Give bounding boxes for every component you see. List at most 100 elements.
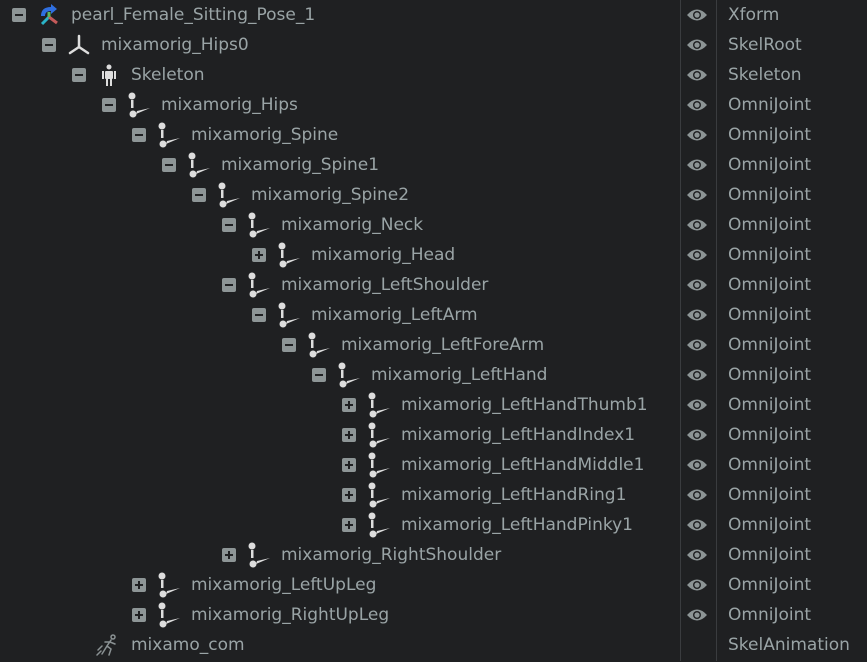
visibility-eye-icon[interactable] [686, 127, 708, 143]
visibility-eye-icon[interactable] [686, 37, 708, 53]
joint-icon [276, 302, 302, 328]
visibility-eye-icon[interactable] [686, 307, 708, 323]
expand-toggle[interactable] [252, 248, 266, 262]
visibility-eye-icon[interactable] [686, 247, 708, 263]
joint-icon [246, 212, 272, 238]
collapse-toggle[interactable] [102, 98, 116, 112]
tree-row[interactable]: mixamorig_Head OmniJoint [0, 240, 867, 270]
prim-name: mixamorig_LeftHand [371, 365, 548, 385]
joint-icon [246, 542, 272, 568]
collapse-toggle[interactable] [282, 338, 296, 352]
collapse-toggle[interactable] [42, 38, 56, 52]
prim-type: OmniJoint [728, 605, 812, 625]
expand-toggle[interactable] [342, 398, 356, 412]
joint-icon [366, 392, 392, 418]
visibility-eye-icon[interactable] [686, 367, 708, 383]
collapse-toggle[interactable] [162, 158, 176, 172]
visibility-eye-icon[interactable] [686, 277, 708, 293]
tree-row[interactable]: mixamorig_LeftHandRing1 OmniJoint [0, 480, 867, 510]
tree-row[interactable]: mixamorig_LeftHand OmniJoint [0, 360, 867, 390]
animation-icon [96, 632, 122, 658]
collapse-toggle[interactable] [252, 308, 266, 322]
prim-type: OmniJoint [728, 395, 812, 415]
prim-type: OmniJoint [728, 305, 812, 325]
collapse-toggle[interactable] [222, 278, 236, 292]
collapse-toggle[interactable] [222, 218, 236, 232]
tree-row[interactable]: mixamorig_LeftHandThumb1 OmniJoint [0, 390, 867, 420]
prim-name: mixamorig_RightShoulder [281, 545, 502, 565]
visibility-eye-icon[interactable] [686, 517, 708, 533]
joint-icon [306, 332, 332, 358]
expand-toggle[interactable] [132, 608, 146, 622]
expand-toggle[interactable] [342, 488, 356, 502]
joint-icon [366, 482, 392, 508]
visibility-eye-icon[interactable] [686, 7, 708, 23]
column-divider [716, 0, 717, 661]
prim-name: mixamorig_Head [311, 245, 456, 265]
visibility-eye-icon[interactable] [686, 157, 708, 173]
prim-name: mixamorig_Hips [161, 95, 298, 115]
visibility-eye-icon[interactable] [686, 427, 708, 443]
visibility-eye-icon[interactable] [686, 487, 708, 503]
collapse-toggle[interactable] [72, 68, 86, 82]
prim-name: pearl_Female_Sitting_Pose_1 [71, 5, 316, 25]
prim-name: mixamorig_LeftHandThumb1 [401, 395, 648, 415]
visibility-eye-icon[interactable] [686, 577, 708, 593]
expand-toggle[interactable] [342, 518, 356, 532]
prim-type: Skeleton [728, 65, 802, 85]
visibility-eye-icon[interactable] [686, 457, 708, 473]
tree-row[interactable]: Skeleton Skeleton [0, 60, 867, 90]
prim-type: OmniJoint [728, 245, 812, 265]
prim-type: OmniJoint [728, 365, 812, 385]
visibility-eye-icon[interactable] [686, 397, 708, 413]
prim-name: Skeleton [131, 65, 205, 85]
expand-toggle[interactable] [342, 458, 356, 472]
expand-toggle[interactable] [342, 428, 356, 442]
visibility-eye-icon[interactable] [686, 337, 708, 353]
prim-name: mixamorig_LeftHandRing1 [401, 485, 627, 505]
collapse-toggle[interactable] [312, 368, 326, 382]
skelroot-icon [66, 32, 92, 58]
prim-type: OmniJoint [728, 575, 812, 595]
expand-toggle[interactable] [132, 578, 146, 592]
tree-row[interactable]: mixamorig_RightUpLeg OmniJoint [0, 600, 867, 630]
visibility-eye-icon[interactable] [686, 217, 708, 233]
prim-name: mixamorig_Hips0 [101, 35, 249, 55]
prim-name: mixamorig_LeftHandIndex1 [401, 425, 636, 445]
visibility-eye-icon[interactable] [686, 547, 708, 563]
prim-type: OmniJoint [728, 485, 812, 505]
collapse-toggle[interactable] [192, 188, 206, 202]
joint-icon [366, 512, 392, 538]
collapse-toggle[interactable] [12, 8, 26, 22]
prim-name: mixamorig_LeftHandPinky1 [401, 515, 633, 535]
tree-row[interactable]: mixamorig_LeftArm OmniJoint [0, 300, 867, 330]
visibility-eye-icon[interactable] [686, 607, 708, 623]
prim-name: mixamorig_LeftForeArm [341, 335, 545, 355]
prim-name: mixamorig_LeftArm [311, 305, 478, 325]
visibility-eye-icon[interactable] [686, 97, 708, 113]
expand-toggle[interactable] [222, 548, 236, 562]
prim-name: mixamorig_RightUpLeg [191, 605, 390, 625]
visibility-eye-icon[interactable] [686, 67, 708, 83]
visibility-eye-icon[interactable] [686, 187, 708, 203]
joint-icon [276, 242, 302, 268]
collapse-toggle[interactable] [132, 128, 146, 142]
column-divider [680, 0, 681, 661]
joint-icon [126, 92, 152, 118]
joint-icon [366, 422, 392, 448]
